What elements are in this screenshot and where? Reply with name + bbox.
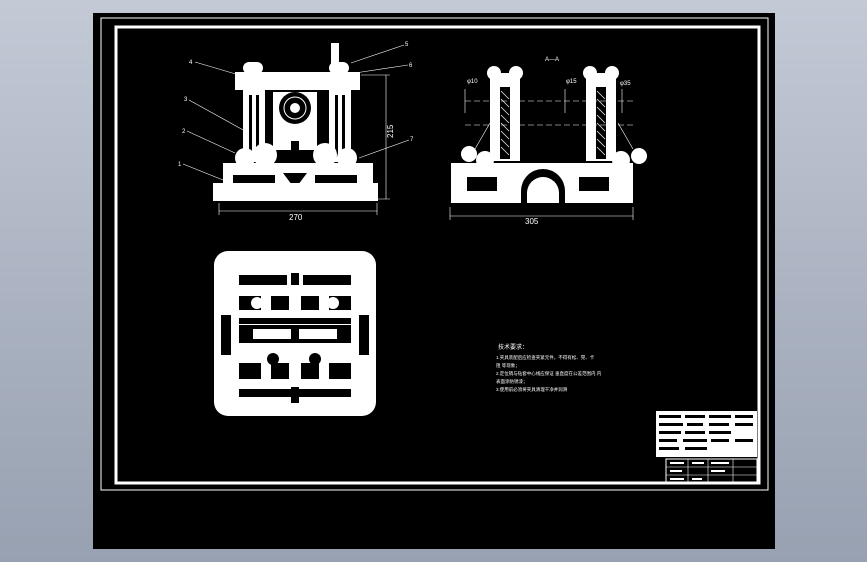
title-block (656, 411, 758, 484)
top-view (214, 251, 376, 416)
inner-frame (114, 25, 761, 485)
notes-line-3: 2.定位销与钻套中心线应保证 垂直度在公差范围内 内 (496, 370, 602, 377)
notes-line-1: 1.夹具装配后应检查夹紧元件，不得有松、晃、卡 (496, 354, 595, 361)
part-number-3: 3 (184, 97, 188, 103)
part-number-6: 6 (409, 63, 413, 69)
diameter-35-label: φ35 (620, 81, 631, 87)
front-width-dimension: 270 (289, 213, 303, 222)
drawing-sheet: 270 215 4 3 2 1 5 6 7 A—A (100, 17, 769, 491)
technical-notes: 技术要求： 1.夹具装配后应检查夹紧元件，不得有松、晃、卡 阻 等现象； 2.定… (496, 343, 602, 393)
cad-viewport[interactable]: 270 215 4 3 2 1 5 6 7 A—A (93, 13, 775, 549)
diameter-10-label: φ10 (467, 79, 478, 85)
side-width-dimension: 305 (525, 217, 539, 226)
front-height-dimension: 215 (386, 124, 395, 138)
part-number-7: 7 (410, 137, 414, 143)
section-label: A—A (545, 57, 559, 63)
part-number-5: 5 (405, 42, 409, 48)
outer-border (100, 17, 769, 491)
part-number-1: 1 (178, 162, 182, 168)
notes-title: 技术要求： (498, 343, 528, 351)
front-view: 270 215 4 3 2 1 5 6 7 (178, 42, 414, 222)
part-number-2: 2 (182, 129, 186, 135)
diameter-15-label: φ15 (566, 79, 577, 85)
notes-line-2: 阻 等现象； (496, 362, 520, 369)
side-section-view: A—A φ10 φ15 φ35 (449, 57, 647, 226)
part-number-4: 4 (189, 60, 193, 66)
notes-line-5: 3.使用前必须将夹具清理干净并润滑 (496, 386, 568, 393)
notes-line-4: 表面涂防锈漆； (496, 378, 528, 385)
